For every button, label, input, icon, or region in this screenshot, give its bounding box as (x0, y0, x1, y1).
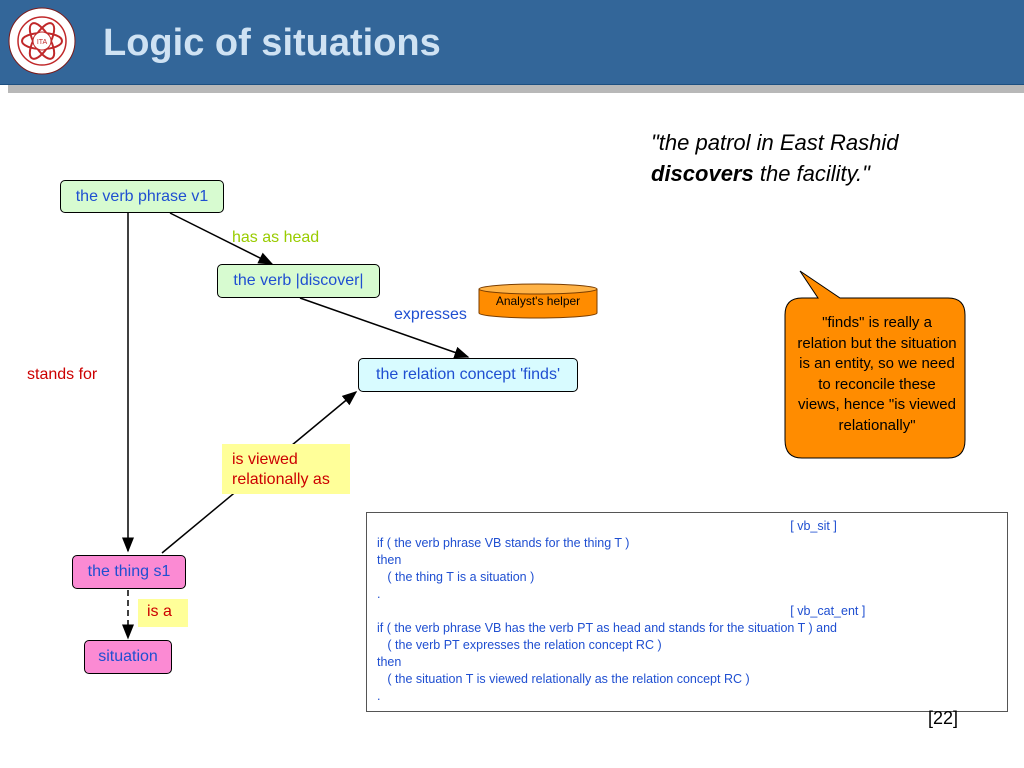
rule-line: ( the thing T is a situation ) (377, 570, 535, 584)
label-is-viewed-relationally: is viewed relationally as (222, 444, 350, 494)
rule-line: if ( the verb phrase VB stands for the t… (377, 536, 630, 550)
quote-text: "the patrol in East Rashid discovers the… (651, 127, 981, 189)
rule-line: then (377, 553, 402, 567)
label-expresses: expresses (394, 306, 467, 323)
rule-line: [ vb_sit ] (377, 519, 837, 533)
analysts-helper-label: Analyst's helper (495, 294, 581, 308)
rule-line: ( the situation T is viewed relationally… (377, 672, 750, 686)
slide-reference: [22] (928, 708, 959, 728)
rule-line: [ vb_cat_ent ] (377, 604, 866, 618)
node-relation-concept: the relation concept 'finds' (358, 358, 578, 392)
slide-header (0, 0, 1024, 85)
rule-line: . (377, 587, 381, 601)
label-has-as-head: has as head (232, 229, 320, 246)
quote-line1: "the patrol in East Rashid (651, 130, 899, 155)
rule-line: if ( the verb phrase VB has the verb PT … (377, 621, 837, 635)
edge-expresses (299, 297, 470, 359)
quote-rest: the facility." (753, 161, 870, 186)
svg-text:ITA: ITA (37, 39, 48, 46)
callout-text: "finds" is really a relation but the sit… (797, 314, 957, 434)
node-verb-phrase: the verb phrase v1 (60, 180, 224, 213)
database-icon (478, 283, 598, 319)
callout-bubble (784, 270, 966, 459)
edge-has-as-head (169, 212, 274, 265)
quote-bold: discovers (651, 161, 754, 186)
rules-box: [ vb_sit ] if ( the verb phrase VB stand… (366, 512, 1008, 712)
label-stands-for: stands for (27, 366, 98, 383)
node-verb: the verb |discover| (217, 264, 380, 298)
node-situation: situation (84, 640, 172, 674)
label-is-a: is a (138, 599, 188, 627)
rule-line: then (377, 655, 402, 669)
rule-line: . (377, 689, 381, 703)
header-shadow (8, 85, 1024, 93)
rule-line: ( the verb PT expresses the relation con… (377, 638, 662, 652)
node-thing: the thing s1 (72, 555, 186, 589)
slide-title: Logic of situations (103, 22, 441, 64)
ita-logo-icon: ITA (8, 7, 76, 75)
